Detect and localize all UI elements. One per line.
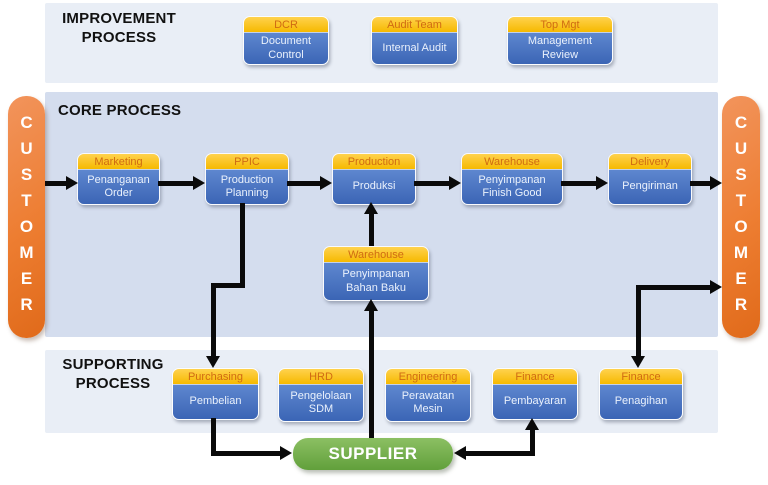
process-box-document-control: DCR Document Control [243,16,329,65]
process-box-pengiriman: Delivery Pengiriman [608,153,692,205]
activity-label: Pengelolaan SDM [279,384,363,421]
dept-label: DCR [244,17,328,32]
process-box-perawatan-mesin: Engineering Perawatan Mesin [385,368,471,422]
activity-label: Pengiriman [609,169,691,204]
dept-label: Finance [600,369,682,384]
core-process-title: CORE PROCESS [58,102,182,119]
activity-label: Penyimpanan Finish Good [462,169,562,204]
dept-label: Warehouse [324,247,428,262]
activity-label: Penyimpanan Bahan Baku [324,262,428,300]
dept-label: Finance [493,369,577,384]
activity-label: Penanganan Order [78,169,159,204]
activity-label: Document Control [244,32,328,64]
process-box-penagihan: Finance Penagihan [599,368,683,420]
improvement-process-title: IMPROVEMENT PROCESS [62,10,176,46]
customer-bar-left: CUSTOMER [8,96,45,338]
activity-label: Produksi [333,169,415,204]
dept-label: Purchasing [173,369,258,384]
supplier-box: SUPPLIER [293,438,453,470]
activity-label: Production Planning [206,169,288,204]
dept-label: Delivery [609,154,691,169]
dept-label: Engineering [386,369,470,384]
activity-label: Internal Audit [372,32,457,64]
dept-label: Marketing [78,154,159,169]
customer-left-label: CUSTOMER [17,113,36,321]
activity-label: Pembelian [173,384,258,419]
dept-label: Audit Team [372,17,457,32]
customer-bar-right: CUSTOMER [722,96,760,338]
dept-label: PPIC [206,154,288,169]
activity-label: Pembayaran [493,384,577,419]
process-box-management-review: Top Mgt Management Review [507,16,613,65]
dept-label: Top Mgt [508,17,612,32]
supplier-label: SUPPLIER [328,444,418,463]
dept-label: HRD [279,369,363,384]
activity-label: Perawatan Mesin [386,384,470,421]
dept-label: Warehouse [462,154,562,169]
process-box-pembayaran: Finance Pembayaran [492,368,578,420]
process-box-internal-audit: Audit Team Internal Audit [371,16,458,65]
process-box-pengelolaan-sdm: HRD Pengelolaan SDM [278,368,364,422]
process-box-penanganan-order: Marketing Penanganan Order [77,153,160,205]
activity-label: Penagihan [600,384,682,419]
process-box-penyimpanan-bahan-baku: Warehouse Penyimpanan Bahan Baku [323,246,429,301]
customer-right-label: CUSTOMER [731,113,751,321]
activity-label: Management Review [508,32,612,64]
process-box-produksi: Production Produksi [332,153,416,205]
supporting-process-title: SUPPORTING PROCESS [62,356,164,392]
process-box-penyimpanan-finish-good: Warehouse Penyimpanan Finish Good [461,153,563,205]
process-box-pembelian: Purchasing Pembelian [172,368,259,420]
dept-label: Production [333,154,415,169]
process-box-production-planning: PPIC Production Planning [205,153,289,205]
